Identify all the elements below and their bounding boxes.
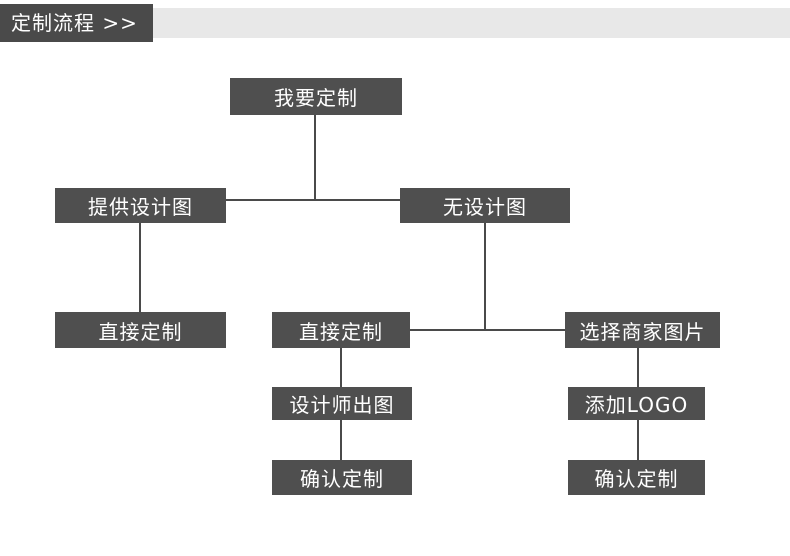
node-no-design: 无设计图: [400, 188, 570, 223]
node-start: 我要定制: [230, 78, 402, 115]
node-confirm-custom-left: 确认定制: [272, 460, 412, 495]
connector-designer-output-down: [340, 420, 342, 460]
connector-direct-custom-down: [340, 348, 342, 387]
node-direct-custom-left: 直接定制: [55, 312, 226, 348]
connector-add-logo-down: [637, 420, 639, 460]
section-title: 定制流程 >>: [11, 11, 138, 35]
connector-merchant-image-down: [637, 348, 639, 387]
connector-no-design-down: [484, 223, 486, 330]
connector-start-down: [314, 115, 316, 201]
node-add-logo: 添加LOGO: [568, 387, 705, 420]
connector-row3-horizontal: [410, 329, 565, 331]
node-designer-output: 设计师出图: [272, 387, 412, 420]
section-header-title-box: 定制流程 >>: [0, 4, 153, 42]
connector-row2-horizontal: [226, 199, 400, 201]
node-confirm-custom-right: 确认定制: [568, 460, 705, 495]
connector-provide-design-down: [139, 223, 141, 312]
node-direct-custom-middle: 直接定制: [272, 312, 410, 348]
node-provide-design: 提供设计图: [55, 188, 226, 223]
node-select-merchant-image: 选择商家图片: [565, 312, 720, 348]
